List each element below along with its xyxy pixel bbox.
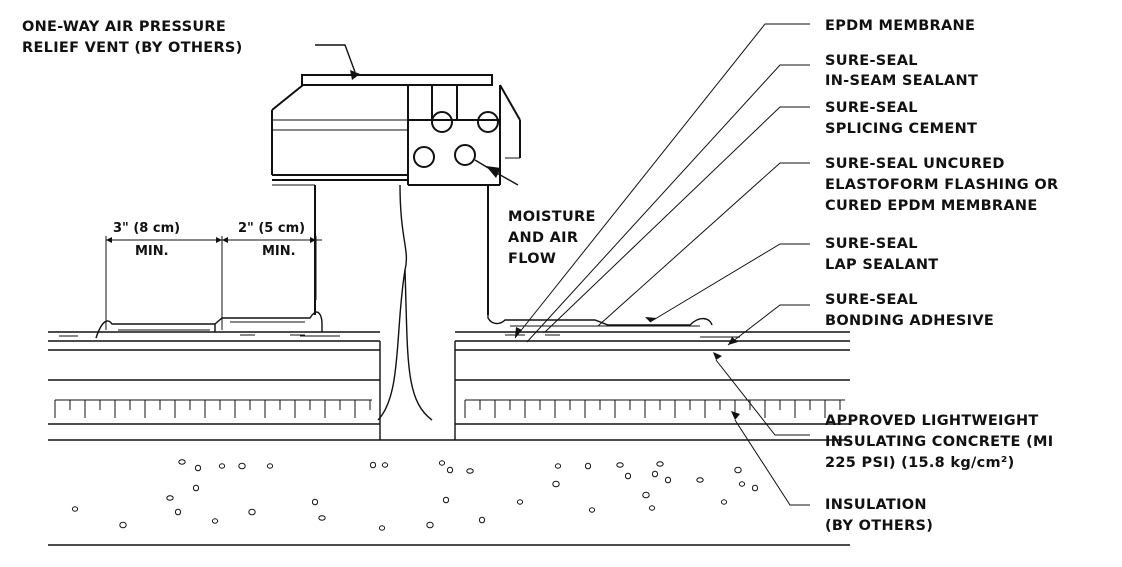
callout-bonding-adhesive-line-2: BONDING ADHESIVE xyxy=(825,313,994,329)
dimension-lines xyxy=(105,236,322,330)
callout-lap-sealant-line-2: LAP SEALANT xyxy=(825,257,939,273)
callout-concrete-line-2: INSULATING CONCRETE (MI xyxy=(825,434,1053,450)
airflow-arrow xyxy=(474,159,519,186)
concrete-aggregate xyxy=(71,459,759,531)
callout-elastoform-line-2: ELASTOFORM FLASHING OR xyxy=(825,177,1058,193)
dimension-left-note: MIN. xyxy=(135,244,169,259)
vent-label-line-2: RELIEF VENT (BY OTHERS) xyxy=(22,40,243,56)
callout-in-seam-sealant-line-2: IN-SEAM SEALANT xyxy=(825,73,978,89)
callout-lap-sealant-line-1: SURE-SEAL xyxy=(825,236,918,252)
callout-leaders xyxy=(514,23,810,506)
insulation-ticks-left xyxy=(54,399,372,418)
callout-insulation-line-2: (BY OTHERS) xyxy=(825,518,933,534)
left-membrane-flashing xyxy=(48,311,380,342)
callout-concrete-line-1: APPROVED LIGHTWEIGHT xyxy=(825,413,1039,429)
callout-splicing-cement-line-1: SURE-SEAL xyxy=(825,100,918,116)
callout-in-seam-sealant-line-1: SURE-SEAL xyxy=(825,53,918,69)
flow-label-line-3: FLOW xyxy=(508,251,556,267)
roof-deck-layers xyxy=(48,341,850,546)
callout-insulation-line-1: INSULATION xyxy=(825,497,927,513)
right-membrane-flashing xyxy=(455,300,850,342)
flow-label-line-1: MOISTURE xyxy=(508,209,596,225)
callout-splicing-cement-line-2: SPLICING CEMENT xyxy=(825,121,977,137)
insulation-ticks-right xyxy=(464,399,845,418)
dimension-left-value: 3" (8 cm) xyxy=(113,221,180,236)
callout-bonding-adhesive-line-1: SURE-SEAL xyxy=(825,292,918,308)
dimension-right-value: 2" (5 cm) xyxy=(238,221,305,236)
vent-stack-pipe xyxy=(314,184,489,421)
callout-concrete-line-3: 225 PSI) (15.8 kg/cm²) xyxy=(825,455,1015,471)
callout-elastoform-line-1: SURE-SEAL UNCURED xyxy=(825,156,1005,172)
flow-label-line-2: AND AIR xyxy=(508,230,578,246)
callout-epdm-membrane: EPDM MEMBRANE xyxy=(825,18,975,34)
dimension-right-note: MIN. xyxy=(262,244,296,259)
vent-cap xyxy=(271,74,521,186)
callout-elastoform-line-3: CURED EPDM MEMBRANE xyxy=(825,198,1038,214)
vent-label-line-1: ONE-WAY AIR PRESSURE xyxy=(22,19,226,35)
